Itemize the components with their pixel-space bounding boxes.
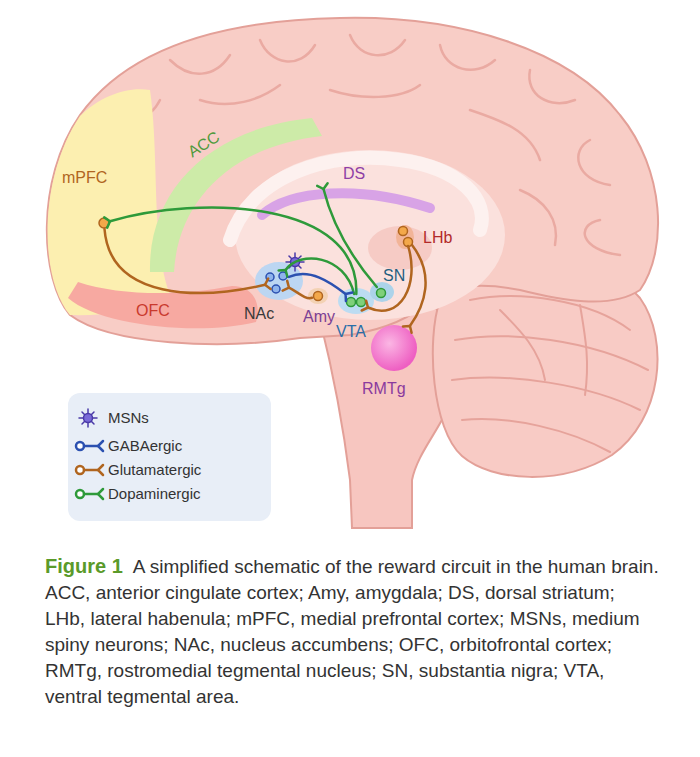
brain-region-label: DS: [316, 177, 328, 189]
legend-glutamate-sample: [76, 465, 103, 475]
synapse-terminal: [362, 301, 368, 311]
caption-text: A simplified schematic of the reward cir…: [45, 556, 659, 707]
region-name: NAc: [244, 304, 274, 323]
legend-gaba-sample: [76, 441, 103, 451]
mpfc-region: [48, 89, 172, 315]
amy-region: [308, 288, 328, 304]
region-name: SN: [383, 266, 405, 285]
legend-text: GABAergic: [108, 437, 182, 455]
region-name: VTA: [336, 322, 366, 341]
synapse-terminal: [346, 293, 353, 302]
pathway-line: [289, 274, 346, 294]
region-name: ACC: [184, 127, 223, 161]
pathway-line: [110, 208, 356, 294]
pathway-line: [324, 189, 377, 287]
pathway-connector: [104, 208, 356, 294]
brain-region-label: OFC: [132, 299, 174, 322]
synapse-terminal: [104, 217, 110, 227]
region-name: Amy: [303, 307, 335, 326]
pathway-connector: [403, 245, 426, 333]
legend-panel: [68, 393, 271, 521]
legend-msn-sample: [79, 409, 97, 427]
brain-region-label: Amy: [312, 290, 324, 302]
pathway-line: [368, 246, 412, 311]
brain-region-label: LHb: [398, 226, 412, 246]
region-name: OFC: [136, 301, 170, 320]
region-name: mPFC: [62, 168, 107, 187]
figure-number: Figure 1: [45, 555, 123, 577]
pathway-line: [410, 245, 426, 326]
pathway-connector: [317, 183, 377, 287]
legend-text: Dopaminergic: [108, 485, 201, 503]
synapse-terminal: [283, 281, 289, 291]
pathway-connector: [105, 229, 271, 293]
corpus-callosum: [230, 158, 482, 240]
region-name: RMTg: [362, 379, 406, 398]
cerebrum: [47, 18, 658, 344]
pathway-connector: [362, 246, 412, 311]
pathway-connector: [289, 274, 352, 301]
legend-text: MSNs: [108, 409, 149, 427]
neuron-somata: [99, 218, 413, 307]
pathway-line: [286, 259, 355, 294]
synapse-terminal: [317, 183, 327, 189]
region-name: DS: [343, 164, 365, 183]
synapse-terminal: [403, 326, 412, 333]
region-name: LHb: [423, 228, 452, 247]
brain-region-label: RMTg: [372, 326, 416, 370]
ds-region: [262, 193, 430, 215]
legend-dopamine-sample: [76, 489, 103, 499]
brain-region-label: SN: [376, 287, 388, 299]
brain-region-label: NAc: [265, 270, 289, 294]
pathway-line: [105, 229, 266, 293]
nac-region: [255, 262, 303, 300]
pathway-connector: [279, 259, 355, 294]
synapse-terminal: [265, 279, 271, 289]
figure-caption: Figure 1A simplified schematic of the re…: [45, 553, 659, 710]
brain-region-label: ACC: [180, 123, 228, 165]
legend-text: Glutamatergic: [108, 461, 201, 479]
cerebellum-folia: [452, 296, 648, 452]
rmtg-region: [371, 325, 417, 371]
pathway-connector: [283, 281, 312, 298]
pathway-line: [289, 288, 312, 298]
synapse-terminal: [279, 270, 288, 277]
brain-region-label: mPFC: [98, 217, 110, 229]
brain-region-label: VTA: [344, 294, 368, 310]
